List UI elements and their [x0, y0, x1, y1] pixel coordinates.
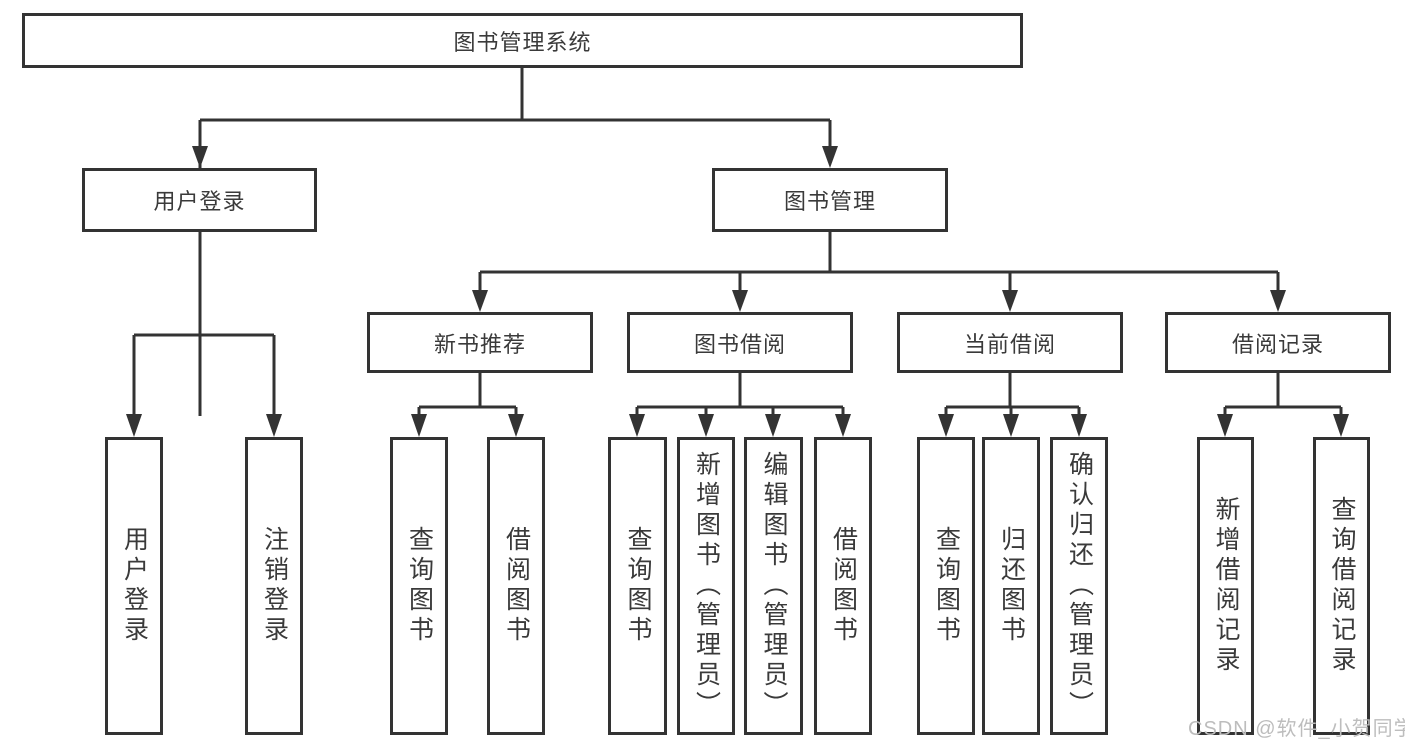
csdn-watermark: CSDN @软件_小贺同学 — [1188, 718, 1405, 740]
leaf-borrow-books-recommend-label: 借阅图书 — [502, 526, 531, 646]
connector-book-borrow — [635, 373, 845, 416]
leaf-add-borrow-record: 新增借阅记录 — [1197, 437, 1254, 735]
leaf-borrow-books-label: 借阅图书 — [829, 526, 858, 646]
node-borrow-record: 借阅记录 — [1165, 312, 1391, 373]
node-user-login: 用户登录 — [82, 168, 317, 232]
leaf-query-books-recommend: 查询图书 — [390, 437, 448, 735]
leaf-logout-label: 注销登录 — [260, 526, 289, 646]
node-new-book-recommend-label: 新书推荐 — [433, 331, 526, 357]
node-book-management: 图书管理 — [712, 168, 948, 232]
node-book-management-label: 图书管理 — [783, 189, 876, 214]
leaf-add-books-admin: 新增图书（管理员） — [677, 437, 735, 735]
node-user-login-label: 用户登录 — [153, 189, 246, 214]
leaf-borrow-books-recommend: 借阅图书 — [487, 437, 545, 735]
leaf-user-login: 用户登录 — [105, 437, 163, 735]
leaf-add-borrow-record-label: 新增借阅记录 — [1212, 496, 1240, 676]
leaf-user-login-label: 用户登录 — [120, 526, 149, 646]
leaf-query-borrow-record: 查询借阅记录 — [1313, 437, 1370, 735]
leaf-add-books-admin-label: 新增图书（管理员） — [692, 451, 721, 721]
leaf-query-books-current: 查询图书 — [917, 437, 975, 735]
connector-current-borrow — [944, 373, 1081, 416]
leaf-return-books-label: 归还图书 — [997, 526, 1026, 646]
leaf-borrow-books: 借阅图书 — [814, 437, 872, 735]
leaf-edit-books-admin: 编辑图书（管理员） — [744, 437, 803, 735]
leaf-edit-books-admin-label: 编辑图书（管理员） — [760, 451, 788, 721]
leaf-logout: 注销登录 — [245, 437, 303, 735]
connector-user-login — [132, 232, 276, 416]
connector-root — [198, 68, 832, 416]
leaf-return-books: 归还图书 — [982, 437, 1040, 735]
node-book-borrow: 图书借阅 — [627, 312, 853, 373]
node-new-book-recommend: 新书推荐 — [367, 312, 593, 373]
leaf-query-books-borrow: 查询图书 — [608, 437, 667, 735]
leaf-confirm-return-admin-label: 确认归还（管理员） — [1065, 451, 1094, 721]
connector-new-book — [417, 373, 518, 416]
node-current-borrow: 当前借阅 — [897, 312, 1123, 373]
leaf-query-books-current-label: 查询图书 — [932, 526, 961, 646]
node-root-label: 图书管理系统 — [453, 29, 592, 55]
leaf-query-books-recommend-label: 查询图书 — [405, 526, 434, 646]
connector-book-management — [478, 232, 1280, 291]
leaf-query-borrow-record-label: 查询借阅记录 — [1328, 496, 1356, 676]
node-borrow-record-label: 借阅记录 — [1231, 331, 1324, 357]
node-current-borrow-label: 当前借阅 — [963, 331, 1056, 357]
leaf-confirm-return-admin: 确认归还（管理员） — [1050, 437, 1108, 735]
leaf-query-books-borrow-label: 查询图书 — [624, 526, 652, 646]
node-root: 图书管理系统 — [22, 13, 1023, 68]
arrowheads — [126, 146, 1349, 437]
connector-borrow-record — [1223, 373, 1343, 416]
node-book-borrow-label: 图书借阅 — [693, 331, 786, 357]
